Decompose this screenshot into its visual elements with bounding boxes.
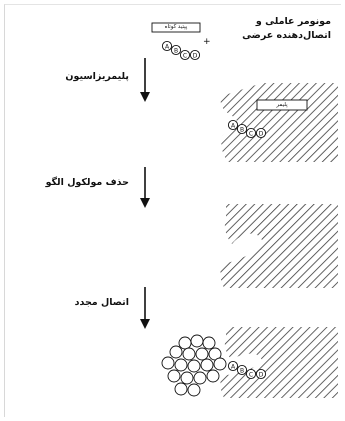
molecule-cluster xyxy=(161,334,227,397)
residue-c xyxy=(179,49,191,61)
letter-a-1: A xyxy=(165,44,170,51)
short-peptide-box xyxy=(151,22,201,33)
letter-b-2: B xyxy=(240,127,244,134)
template-molecule-3 xyxy=(227,360,267,380)
letter-d-3: D xyxy=(259,372,264,379)
label-template-removal: حذف مولکول الگو xyxy=(45,177,129,188)
letter-d-1: D xyxy=(193,53,198,60)
letter-a-3: A xyxy=(231,364,236,371)
letter-c-3: C xyxy=(249,372,253,379)
residue-a xyxy=(161,40,173,52)
letter-c-2: C xyxy=(249,131,253,138)
polymer-block-cavity xyxy=(220,204,338,288)
arrow-template-removal xyxy=(140,167,150,208)
arrow-polymerization xyxy=(140,58,150,102)
label-monomer-line2: اتصال‌دهنده عرضی xyxy=(242,30,331,41)
polymer-box xyxy=(256,99,308,111)
plus-sign: + xyxy=(203,37,211,47)
short-peptide-label: پپتید کوتاه xyxy=(164,24,188,30)
figure-frame xyxy=(4,4,341,417)
letter-a-2: A xyxy=(231,123,236,130)
letter-d-2: D xyxy=(259,131,264,138)
label-monomer-line1: مونومر عاملی و xyxy=(255,16,331,27)
label-rebinding: اتصال مجدد xyxy=(74,297,129,308)
residue-d xyxy=(189,49,201,61)
polymer-label: پلیمر xyxy=(276,102,288,108)
letter-c-1: C xyxy=(183,53,187,60)
template-molecule-2 xyxy=(227,119,267,139)
polymer-block-1 xyxy=(220,83,338,162)
residue-b xyxy=(170,44,182,56)
letter-b-3: B xyxy=(240,368,244,375)
polymer-block-2 xyxy=(220,327,338,398)
letter-b-1: B xyxy=(174,48,178,55)
label-polymerization: پلیمریزاسیون xyxy=(65,71,129,82)
arrow-rebinding xyxy=(140,287,150,329)
template-molecule-1 xyxy=(161,40,201,61)
